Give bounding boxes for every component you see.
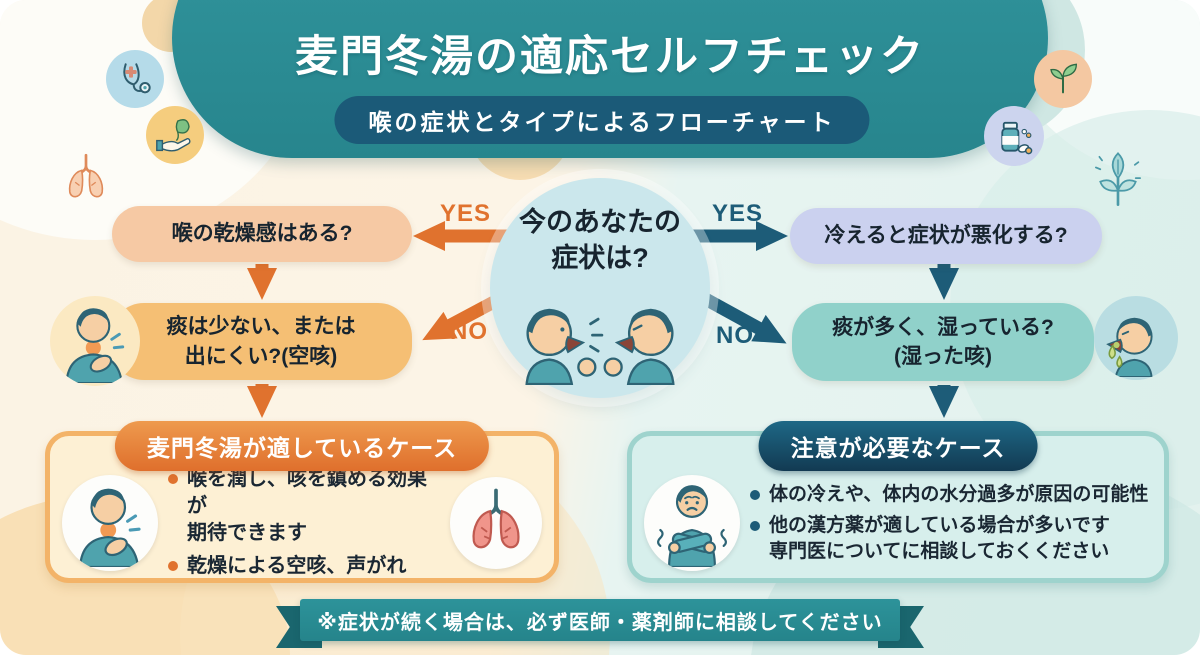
no-label-left: NO bbox=[450, 318, 488, 345]
yes-label-left: YES bbox=[440, 200, 492, 227]
medicine-bottle-icon bbox=[984, 106, 1044, 166]
yes-label-right: YES bbox=[712, 200, 764, 227]
leaf-hand-icon bbox=[146, 106, 204, 164]
list-item: 喉を潤し、咳を鎮める効果が 期待できます bbox=[168, 466, 440, 547]
bullet-dot bbox=[750, 521, 760, 532]
lungs-icon bbox=[450, 477, 542, 569]
question-wet-phlegm: 痰が多く、湿っている? (湿った咳) bbox=[792, 303, 1094, 381]
herb-plant-icon bbox=[1086, 146, 1150, 212]
page-subtitle: 喉の症状とタイプによるフローチャート bbox=[334, 96, 870, 144]
result-caution-bullets: 体の冷えや、体内の水分過多が原因の可能性 他の漢方薬が適している場合が多いです … bbox=[750, 482, 1152, 565]
question-dry-throat: 喉の乾燥感はある? bbox=[112, 206, 412, 262]
question-dry-throat-text: 喉の乾燥感はある? bbox=[171, 222, 353, 246]
wet-cough-person-icon bbox=[1094, 296, 1178, 380]
bullet-dot bbox=[168, 561, 178, 571]
start-question-line1: 今のあなたの bbox=[519, 207, 681, 237]
question-little-phlegm-line1: 痰は少ない、または bbox=[166, 315, 356, 339]
start-question-line2: 症状は? bbox=[551, 243, 649, 274]
list-item: 他の漢方薬が適している場合が多いです 専門医についてに相談しておくください bbox=[750, 513, 1152, 564]
start-question: 今のあなたの 症状は? bbox=[490, 204, 710, 277]
bullet-text: 喉を潤し、咳を鎮める効果が bbox=[187, 468, 427, 517]
bullet-text: 期待できます bbox=[187, 522, 307, 544]
footer-note: ※症状が続く場合は、必ず医師・薬剤師に相談してください bbox=[317, 611, 883, 634]
bullet-text: 他の漢方薬が適している場合が多いです bbox=[769, 515, 1110, 537]
question-wet-phlegm-line2: (湿った咳) bbox=[894, 345, 992, 368]
stethoscope-icon bbox=[106, 50, 164, 108]
bullet-text: 体の冷えや、体内の水分過多が原因の可能性 bbox=[769, 483, 1149, 505]
result-suitable-card: 麦門冬湯が適しているケース 喉を潤し、咳を鎮める効果が 期待できます bbox=[45, 421, 559, 583]
bullet-text: 専門医についてに相談しておくください bbox=[769, 540, 1110, 562]
question-wet-phlegm-line1: 痰が多く、湿っている? bbox=[832, 315, 1054, 339]
bullet-dot bbox=[168, 474, 178, 484]
bullet-text: 乾燥による空咳、声がれ bbox=[187, 555, 407, 577]
bullet-dot bbox=[750, 489, 760, 500]
sprout-icon bbox=[1034, 50, 1092, 108]
list-item: 体の冷えや、体内の水分過多が原因の可能性 bbox=[750, 482, 1152, 508]
result-suitable-content: 喉を潤し、咳を鎮める効果が 期待できます 乾燥による空咳、声がれ bbox=[50, 468, 554, 578]
footer-ribbon: ※症状が続く場合は、必ず医師・薬剤師に相談してください bbox=[300, 599, 900, 641]
sore-throat-person-icon bbox=[50, 296, 140, 386]
result-suitable-bullets: 喉を潤し、咳を鎮める効果が 期待できます 乾燥による空咳、声がれ bbox=[168, 466, 440, 580]
no-label-right: NO bbox=[716, 322, 754, 349]
result-caution-card: 注意が必要なケース bbox=[627, 421, 1169, 583]
question-worse-when-cold: 冷えると症状が悪化する? bbox=[790, 208, 1102, 264]
question-little-phlegm: 痰は少ない、または 出にくい?(空咳) bbox=[110, 303, 412, 380]
flow-start-node: 今のあなたの 症状は? bbox=[490, 178, 710, 398]
sore-throat-person-icon bbox=[62, 475, 158, 571]
page-title: 麦門冬湯の適応セルフチェック bbox=[295, 33, 925, 81]
result-caution-content: 体の冷えや、体内の水分過多が原因の可能性 他の漢方薬が適している場合が多いです … bbox=[632, 468, 1164, 578]
lungs-icon bbox=[55, 150, 117, 208]
result-caution-title: 注意が必要なケース bbox=[758, 421, 1038, 471]
list-item: 乾燥による空咳、声がれ bbox=[168, 553, 440, 580]
result-suitable-title: 麦門冬湯が適しているケース bbox=[114, 421, 490, 471]
question-worse-when-cold-text: 冷えると症状が悪化する? bbox=[824, 224, 1068, 248]
shivering-person-icon bbox=[644, 475, 740, 571]
question-little-phlegm-line2: 出にくい?(空咳) bbox=[184, 344, 338, 368]
coughing-people-illustration bbox=[506, 289, 694, 390]
